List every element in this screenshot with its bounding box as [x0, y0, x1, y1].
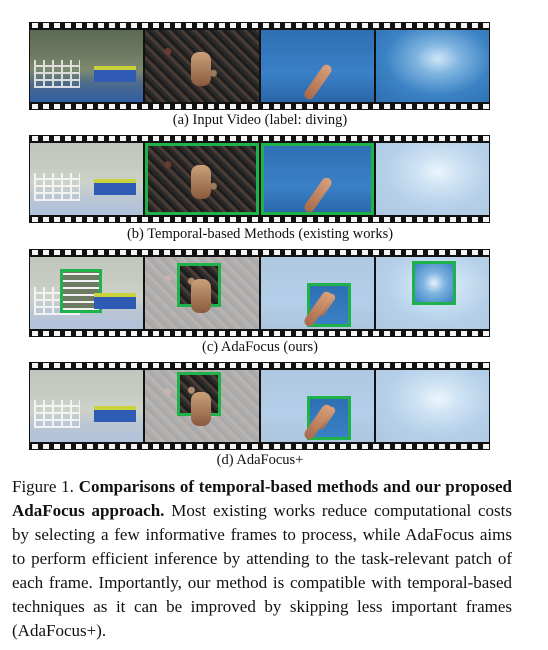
film-strip-adafocus	[29, 249, 490, 337]
film-strip-adafocus-plus	[29, 362, 490, 450]
film-perforations	[29, 444, 490, 449]
video-frame-2	[145, 257, 259, 329]
video-frame-3	[260, 30, 374, 102]
film-perforations	[29, 217, 490, 222]
video-frame-4	[375, 143, 489, 215]
skipped-frame-overlay	[30, 143, 144, 215]
caption-temporal-methods: (b) Temporal-based Methods (existing wor…	[126, 226, 394, 242]
focus-patch	[177, 263, 222, 307]
video-frame-2	[145, 30, 259, 102]
film-perforations	[29, 23, 490, 28]
video-frame-3	[260, 370, 374, 442]
focus-patch	[306, 283, 351, 327]
video-frame-2	[145, 370, 259, 442]
film-strip-input-video	[29, 22, 490, 110]
figure-title: Comparisons of temporal-based methods an…	[12, 477, 513, 520]
selected-frame-2	[145, 143, 259, 215]
caption-input-video: (a) Input Video (label: diving)	[172, 112, 348, 128]
skipped-frame-overlay	[30, 370, 144, 442]
video-frame-4	[375, 370, 489, 442]
focus-patch	[177, 372, 222, 416]
film-perforations	[29, 363, 490, 368]
figure-body: Most existing works reduce computational…	[12, 501, 512, 640]
caption-adafocus: (c) AdaFocus (ours)	[202, 339, 318, 355]
video-frame-1	[30, 257, 144, 329]
focus-patch	[60, 269, 102, 313]
film-perforations	[29, 250, 490, 255]
caption-adafocus-plus: (d) AdaFocus+	[216, 452, 304, 468]
film-perforations	[29, 104, 490, 109]
skipped-frame-overlay	[375, 370, 489, 442]
film-perforations	[29, 331, 490, 336]
focus-patch	[306, 396, 351, 440]
video-frame-4	[375, 257, 489, 329]
video-frame-1	[30, 370, 144, 442]
video-frame-4	[375, 30, 489, 102]
film-strip-temporal-methods	[29, 135, 490, 223]
figure-label: Figure 1.	[12, 477, 74, 496]
skipped-frame-overlay	[375, 143, 489, 215]
selected-frame-3	[260, 143, 374, 215]
focus-patch	[411, 261, 456, 305]
film-perforations	[29, 136, 490, 141]
video-frame-1	[30, 30, 144, 102]
video-frame-1	[30, 143, 144, 215]
video-frame-3	[260, 257, 374, 329]
figure-caption: Figure 1. Comparisons of temporal-based …	[12, 475, 512, 643]
